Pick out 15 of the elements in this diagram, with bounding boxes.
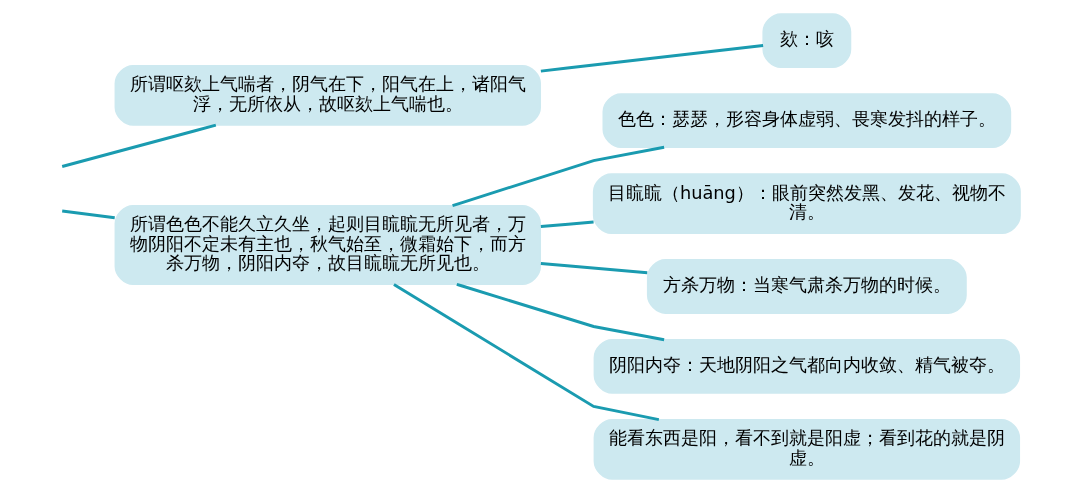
connector <box>451 145 664 208</box>
connector <box>61 123 216 168</box>
node-box: 方杀万物：当寒气肃杀万物的时候。 <box>646 259 967 314</box>
node-box: 所谓呕欬上气喘者，阴气在下，阳气在上，诸阳气浮，无所依从，故呕欬上气喘也。 <box>114 65 541 126</box>
node-box: 阴阳内夺：天地阴阳之气都向内收敛、精气被夺。 <box>593 339 1020 394</box>
node-box: 色色：瑟瑟，形容身体虚弱、畏寒发抖的样子。 <box>602 93 1011 149</box>
node-box: 能看东西是阳，看不到就是阳虚；看到花的就是阴虚。 <box>593 419 1020 480</box>
connector <box>540 220 594 229</box>
connector <box>540 44 763 73</box>
node-box: 欬：咳 <box>761 13 851 69</box>
node-box: 目䀮䀮（huāng）：眼前突然发黑、发花、视物不清。 <box>592 173 1021 234</box>
connector <box>61 209 115 220</box>
connector <box>392 283 659 422</box>
node-box: 所谓色色不能久立久坐，起则目䀮䀮无所见者，万物阴阳不定未有主也，秋气始至，微霜始下，而方杀万物，阴阳内夺，故目䀮䀮无所见也。 <box>114 205 541 285</box>
connector <box>540 261 647 275</box>
